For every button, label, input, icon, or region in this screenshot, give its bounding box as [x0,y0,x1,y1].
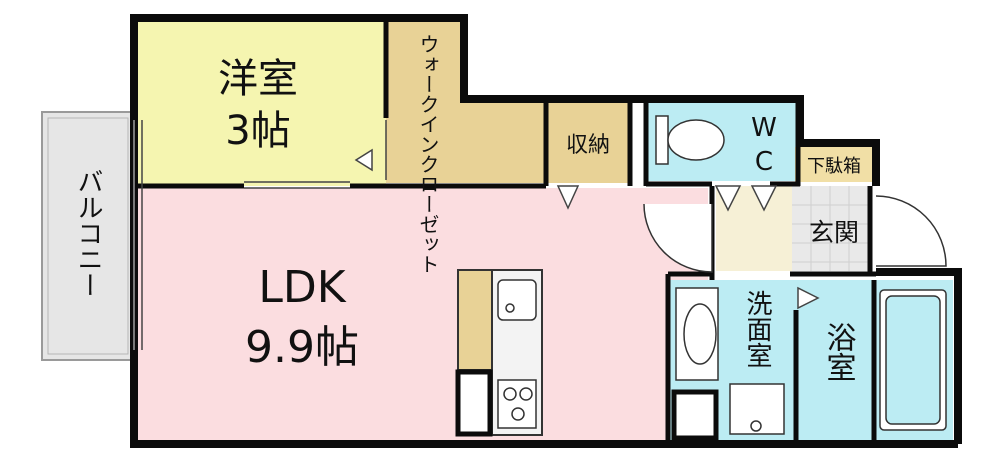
balcony-label: バルコニー [73,168,103,298]
bathroom-label: 浴室 [821,322,856,382]
sink-drain-icon [505,303,515,313]
shoe-box [795,147,872,182]
washbasin-icon [683,303,717,365]
kitchen-cabinet [457,269,493,371]
entrance-tile-grid [792,186,870,271]
storage-label: 収納 [566,133,610,158]
ldk-name: LDK [258,262,346,313]
washing-machine-pan [729,383,785,435]
entrance-tile [792,186,870,271]
western-room-name: 洋室 [218,56,298,102]
toilet-tank-icon [655,115,669,165]
stove-icon [497,379,537,429]
balcony [41,111,135,361]
walls [130,14,962,448]
outer-wall-right [876,268,962,444]
storage [548,103,628,183]
toilet-bowl-icon [667,119,725,161]
washroom-cabinet [671,389,719,441]
drain-icon [750,420,762,432]
balcony-inner-line [47,117,129,355]
fridge-space [455,369,493,437]
burner-icon [503,387,517,401]
ldk-size: 9.9帖 [245,322,359,373]
front-door-swing [875,195,947,267]
washroom-label: 洗面室 [742,290,772,368]
bathtub-basin [885,295,941,425]
walk-in-closet-label: ウォークインクローゼット [416,34,440,274]
western-room-size: 3帖 [225,108,290,154]
entrance-label: 玄関 [809,218,859,247]
wc-label-line2: C [755,147,773,177]
burner-icon [519,387,533,401]
western-room [138,21,386,186]
entrance-door-swing [643,203,713,273]
burner-icon [511,407,525,421]
door-marks [133,120,820,350]
wc-label-line1: W [751,113,777,143]
kitchen-sink-icon [497,279,537,321]
ldk-room-lower [138,188,668,440]
shoe-box-label: 下駄箱 [807,156,861,177]
